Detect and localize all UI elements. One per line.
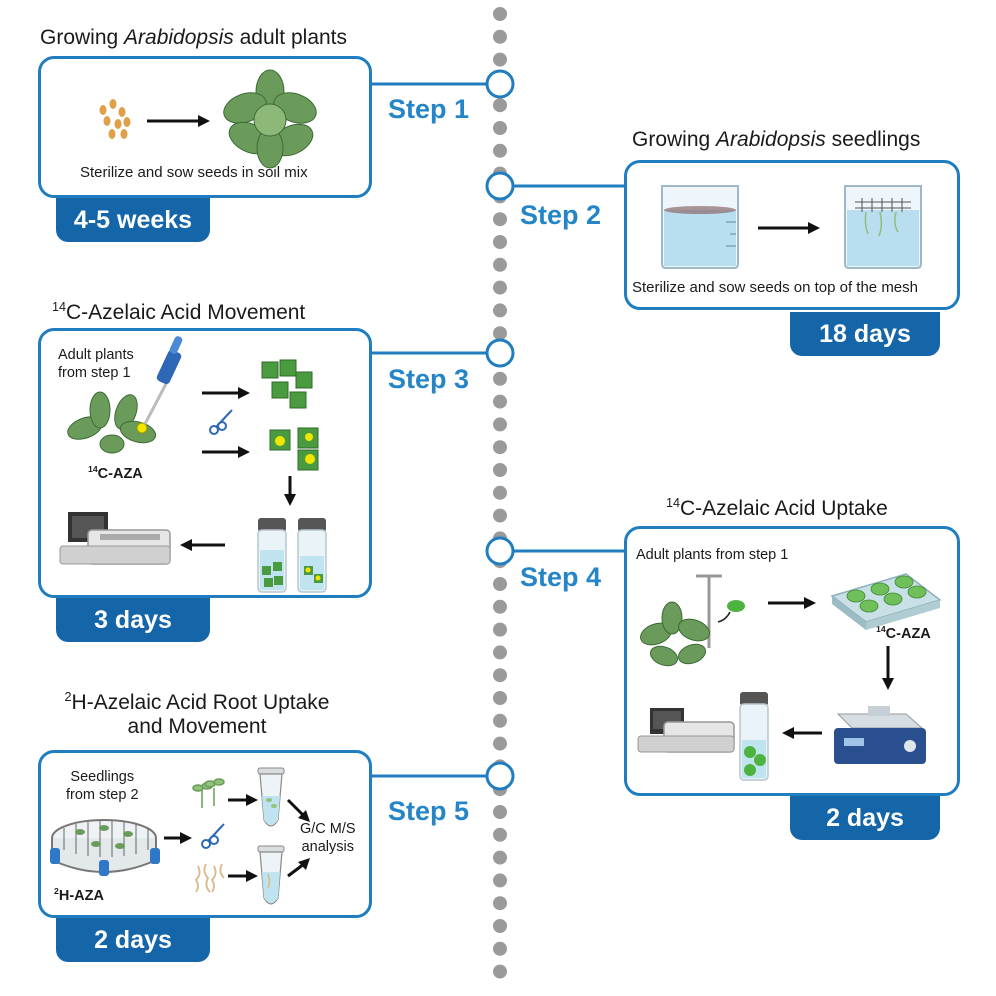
- timeline-dot: [493, 463, 507, 477]
- timeline-dot: [493, 212, 507, 227]
- eppendorf-tube-icon: [257, 767, 285, 827]
- timeline-dot: [493, 7, 507, 21]
- eppendorf-tube-icon: [257, 845, 285, 905]
- step5-aza-tag: 2H-AZA: [54, 886, 104, 904]
- timeline-dot: [493, 599, 507, 614]
- timeline-dot: [493, 713, 507, 728]
- vial-icon: [257, 518, 287, 593]
- step1-title: Growing Arabidopsis adult plants: [40, 26, 348, 49]
- scissors-icon: [201, 823, 225, 849]
- timeline-dot: [493, 941, 507, 956]
- rosette-plant-icon: [223, 69, 317, 169]
- step4-plant-label: Adult plants from step 1: [636, 547, 789, 563]
- shaker-icon: [834, 706, 926, 764]
- timeline-dot: [493, 691, 507, 705]
- step4-label: Step 4: [520, 562, 602, 592]
- pipette-icon: [143, 336, 183, 425]
- timeline-dot: [493, 919, 507, 933]
- step2-title: Growing Arabidopsis seedlings: [632, 128, 921, 151]
- timeline-dot: [493, 98, 507, 113]
- rosette-plant-icon: [67, 391, 157, 454]
- step2-duration-badge: 18 days: [790, 312, 940, 356]
- timeline-dot: [493, 645, 507, 660]
- timeline-dot: [493, 805, 507, 819]
- timeline-dot: [493, 850, 507, 865]
- aza-droplet: [136, 422, 148, 434]
- step1-duration-badge: 4-5 weeks: [56, 198, 210, 242]
- well-plate-icon: [830, 573, 942, 630]
- timeline-dot: [493, 964, 507, 979]
- timeline-dot: [493, 121, 507, 135]
- seed-icon: [99, 99, 131, 139]
- timeline-dot: [493, 29, 507, 44]
- step2-caption: Sterilize and sow seeds on top of the me…: [632, 279, 918, 296]
- scintillation-counter-icon: [637, 708, 735, 753]
- step4-duration-badge: 2 days: [790, 796, 940, 840]
- timeline-node-step1: [485, 69, 515, 99]
- timeline-dot: [493, 303, 507, 318]
- timeline-node-step3: [485, 338, 515, 368]
- step1-label: Step 1: [388, 94, 470, 124]
- timeline-dot: [493, 440, 507, 455]
- timeline-dot: [493, 577, 507, 591]
- timeline-dot: [493, 508, 507, 523]
- mesh-dish-icon: [50, 819, 160, 876]
- step5-duration-badge: 2 days: [56, 918, 210, 962]
- beaker-icon: [844, 185, 922, 269]
- step3-aza-tag: 14C-AZA: [88, 464, 143, 482]
- step3-label: Step 3: [388, 364, 470, 394]
- timeline-dot: [493, 736, 507, 751]
- timeline-dot: [493, 622, 507, 637]
- step5-title: 2H-Azelaic Acid Root Uptake and Movement: [64, 690, 330, 738]
- vial-icon: [739, 692, 769, 781]
- scissors-icon: [209, 409, 233, 435]
- timeline-dot: [493, 896, 507, 911]
- vial-icon: [297, 518, 327, 593]
- leaf-punch-icon: [261, 359, 313, 409]
- scintillation-counter-icon: [59, 512, 171, 565]
- timeline-dot: [493, 52, 507, 67]
- timeline-dot: [493, 235, 507, 249]
- timeline-dot: [493, 326, 507, 341]
- step3-title: 14C-Azelaic Acid Movement: [52, 300, 306, 324]
- seedling-shoot-icon: [192, 778, 225, 808]
- beaker-icon: [661, 185, 739, 269]
- timeline-dot: [493, 485, 507, 500]
- timeline-dot: [493, 668, 507, 683]
- step4-title: 14C-Azelaic Acid Uptake: [666, 496, 888, 520]
- timeline-dot: [493, 143, 507, 158]
- timeline-dot: [493, 394, 507, 409]
- timeline-dot: [493, 827, 507, 842]
- step1-caption: Sterilize and sow seeds in soil mix: [80, 164, 308, 181]
- timeline-dot: [493, 417, 507, 432]
- timeline-node-step5: [485, 761, 515, 791]
- step1-card: [38, 56, 372, 198]
- timeline-dot: [493, 873, 507, 888]
- timeline-dot: [493, 371, 507, 386]
- step5-label: Step 5: [388, 796, 470, 826]
- step4-aza-tag: 14C-AZA: [876, 624, 931, 642]
- timeline-dot: [493, 257, 507, 272]
- step2-label: Step 2: [520, 200, 602, 230]
- root-icon: [194, 863, 225, 893]
- timeline-dot: [493, 280, 507, 295]
- rosette-plant-icon: [640, 601, 710, 667]
- step3-duration-badge: 3 days: [56, 598, 210, 642]
